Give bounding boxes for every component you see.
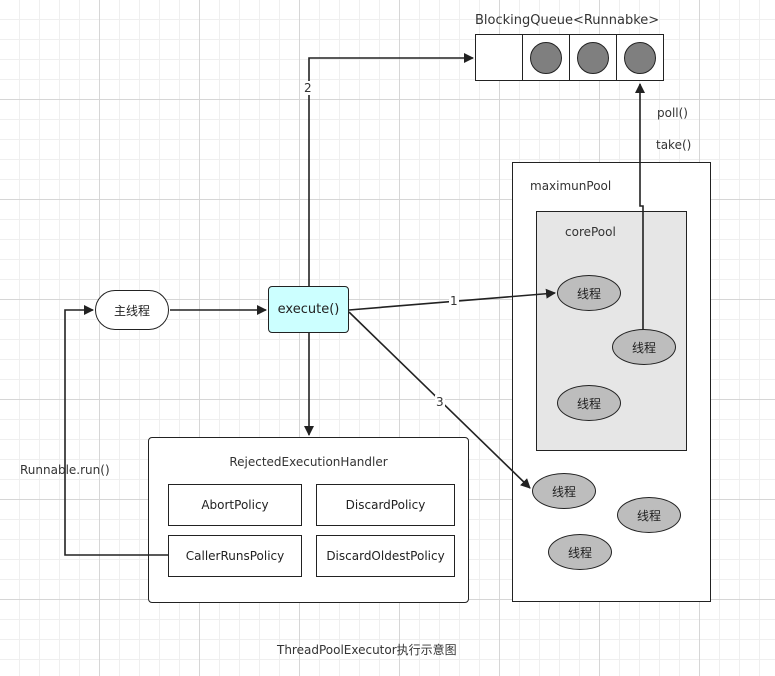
- rejected-execution-handler: RejectedExecutionHandler AbortPolicy Dis…: [148, 437, 469, 603]
- diagram-caption: ThreadPoolExecutor执行示意图: [277, 643, 457, 657]
- main-thread-node: 主线程: [95, 290, 169, 330]
- poll-label: poll(): [657, 106, 688, 120]
- caller-runs-policy: CallerRunsPolicy: [168, 535, 302, 577]
- handler-title: RejectedExecutionHandler: [229, 455, 388, 469]
- discard-policy: DiscardPolicy: [316, 484, 455, 526]
- runnable-run-label: Runnable.run(): [20, 463, 110, 477]
- maximum-pool-label: maximunPool: [530, 179, 612, 193]
- arrow-core-thread-to-queue: [635, 83, 645, 330]
- queue-slot: [569, 35, 616, 80]
- edge-label-3: 3: [435, 395, 445, 409]
- queue-slot: [522, 35, 569, 80]
- max-thread-2: 线程: [617, 497, 681, 533]
- queued-task-icon: [577, 41, 609, 74]
- edge-label-1: 1: [449, 294, 459, 308]
- queue-label: BlockingQueue<Runnabke>: [475, 13, 660, 28]
- queued-task-icon: [624, 41, 656, 74]
- arrow-caller-runs-to-main: [64, 305, 168, 556]
- queued-task-icon: [530, 41, 562, 74]
- core-pool-label: corePool: [565, 225, 616, 239]
- max-thread-3: 线程: [548, 534, 612, 570]
- blocking-queue: [475, 34, 664, 81]
- discard-oldest-policy: DiscardOldestPolicy: [316, 535, 455, 577]
- arrow-execute-to-queue: [308, 53, 474, 286]
- core-thread-3: 线程: [557, 385, 621, 421]
- edge-label-2: 2: [303, 81, 313, 95]
- core-thread-2: 线程: [612, 329, 676, 365]
- execute-node: execute(): [268, 286, 349, 333]
- take-label: take(): [656, 138, 692, 152]
- core-thread-1: 线程: [557, 275, 621, 311]
- abort-policy: AbortPolicy: [168, 484, 302, 526]
- max-thread-1: 线程: [532, 473, 596, 509]
- queue-slot: [616, 35, 663, 80]
- queue-slot-empty: [476, 35, 522, 80]
